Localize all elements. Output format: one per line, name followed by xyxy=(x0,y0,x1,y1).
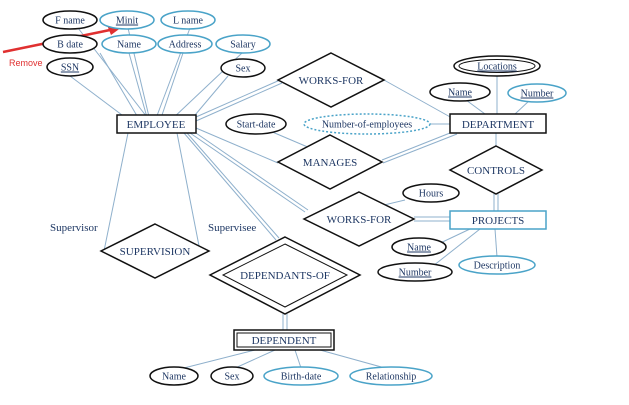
attr-hours-label: Hours xyxy=(419,189,444,200)
attr-description-label: Description xyxy=(474,261,521,272)
attr-project-name-label: Name xyxy=(407,243,431,254)
attr-ssn: SSN xyxy=(46,57,94,77)
attr-name-label: Name xyxy=(117,40,141,51)
attr-relationship: Relationship xyxy=(349,366,433,386)
attr-project-number-label: Number xyxy=(399,268,432,279)
relationship-dependants-of: DEPENDANTS-OF xyxy=(208,236,362,315)
attr-start-date-label: Start-date xyxy=(237,120,276,131)
attr-salary-label: Salary xyxy=(230,40,256,51)
attr-address-label: Address xyxy=(169,40,202,51)
supervision-label: SUPERVISION xyxy=(120,246,191,258)
attr-dependent-sex: Sex xyxy=(210,366,254,386)
attr-dependent-sex-label: Sex xyxy=(225,372,240,383)
attr-start-date: Start-date xyxy=(225,113,287,135)
attr-dependent-name-label: Name xyxy=(162,372,186,383)
attr-dept-number-label: Number xyxy=(521,89,554,100)
attr-lname-label: L name xyxy=(173,16,203,27)
attr-number-of-employees: Number-of-employees xyxy=(303,113,431,135)
relationship-supervision: SUPERVISION xyxy=(99,223,211,279)
relationship-controls: CONTROLS xyxy=(448,145,544,195)
attr-fname: F name xyxy=(42,10,98,30)
attr-dept-name-label: Name xyxy=(448,88,472,99)
attr-dept-number: Number xyxy=(507,83,567,103)
attr-description: Description xyxy=(458,255,536,275)
controls-label: CONTROLS xyxy=(467,165,525,177)
entity-dependent-label: DEPENDENT xyxy=(252,335,317,347)
entity-department: DEPARTMENT xyxy=(449,113,547,134)
remove-label: Remove xyxy=(9,58,43,68)
entity-employee: EMPLOYEE xyxy=(116,114,197,134)
attr-hours: Hours xyxy=(402,183,460,203)
attr-dependent-name: Name xyxy=(149,366,199,386)
attr-sex: Sex xyxy=(220,58,266,78)
attr-sex-label: Sex xyxy=(236,64,251,75)
entity-projects-label: PROJECTS xyxy=(472,215,525,227)
attr-name: Name xyxy=(101,34,157,54)
relationship-manages: MANAGES xyxy=(276,134,384,190)
attr-locations: Locations xyxy=(453,55,541,77)
attr-birth-date-label: Birth-date xyxy=(281,372,322,383)
attr-project-number: Number xyxy=(377,262,453,282)
connector-lines xyxy=(69,27,531,370)
manages-label: MANAGES xyxy=(303,157,357,169)
attr-bdate: B date xyxy=(42,34,98,54)
entity-department-label: DEPARTMENT xyxy=(462,119,535,131)
relationship-works-for-bottom: WORKS-FOR xyxy=(302,191,416,247)
entity-employee-label: EMPLOYEE xyxy=(127,119,186,131)
attr-lname: L name xyxy=(160,10,216,30)
attr-ssn-label: SSN xyxy=(61,63,79,74)
attr-address: Address xyxy=(157,34,213,54)
attr-locations-label: Locations xyxy=(477,62,517,73)
entity-dependent: DEPENDENT xyxy=(233,329,335,351)
works-for-bottom-label: WORKS-FOR xyxy=(327,214,392,226)
relationship-works-for-top: WORKS-FOR xyxy=(276,52,386,108)
attr-fname-label: F name xyxy=(55,16,85,27)
attr-minit-label: Minit xyxy=(116,16,138,27)
attr-minit: Minit xyxy=(99,10,155,30)
attr-project-name: Name xyxy=(391,237,447,257)
attr-bdate-label: B date xyxy=(57,40,83,51)
attr-birth-date: Birth-date xyxy=(263,366,339,386)
dependants-of-label: DEPENDANTS-OF xyxy=(240,270,330,282)
works-for-top-label: WORKS-FOR xyxy=(299,75,364,87)
attr-salary: Salary xyxy=(215,34,271,54)
role-supervisor: Supervisor xyxy=(50,222,98,234)
attr-dept-name: Name xyxy=(429,82,491,102)
attr-relationship-label: Relationship xyxy=(366,372,417,383)
role-supervisee: Supervisee xyxy=(208,222,256,234)
attr-number-of-employees-label: Number-of-employees xyxy=(322,120,412,131)
entity-projects: PROJECTS xyxy=(449,210,547,230)
